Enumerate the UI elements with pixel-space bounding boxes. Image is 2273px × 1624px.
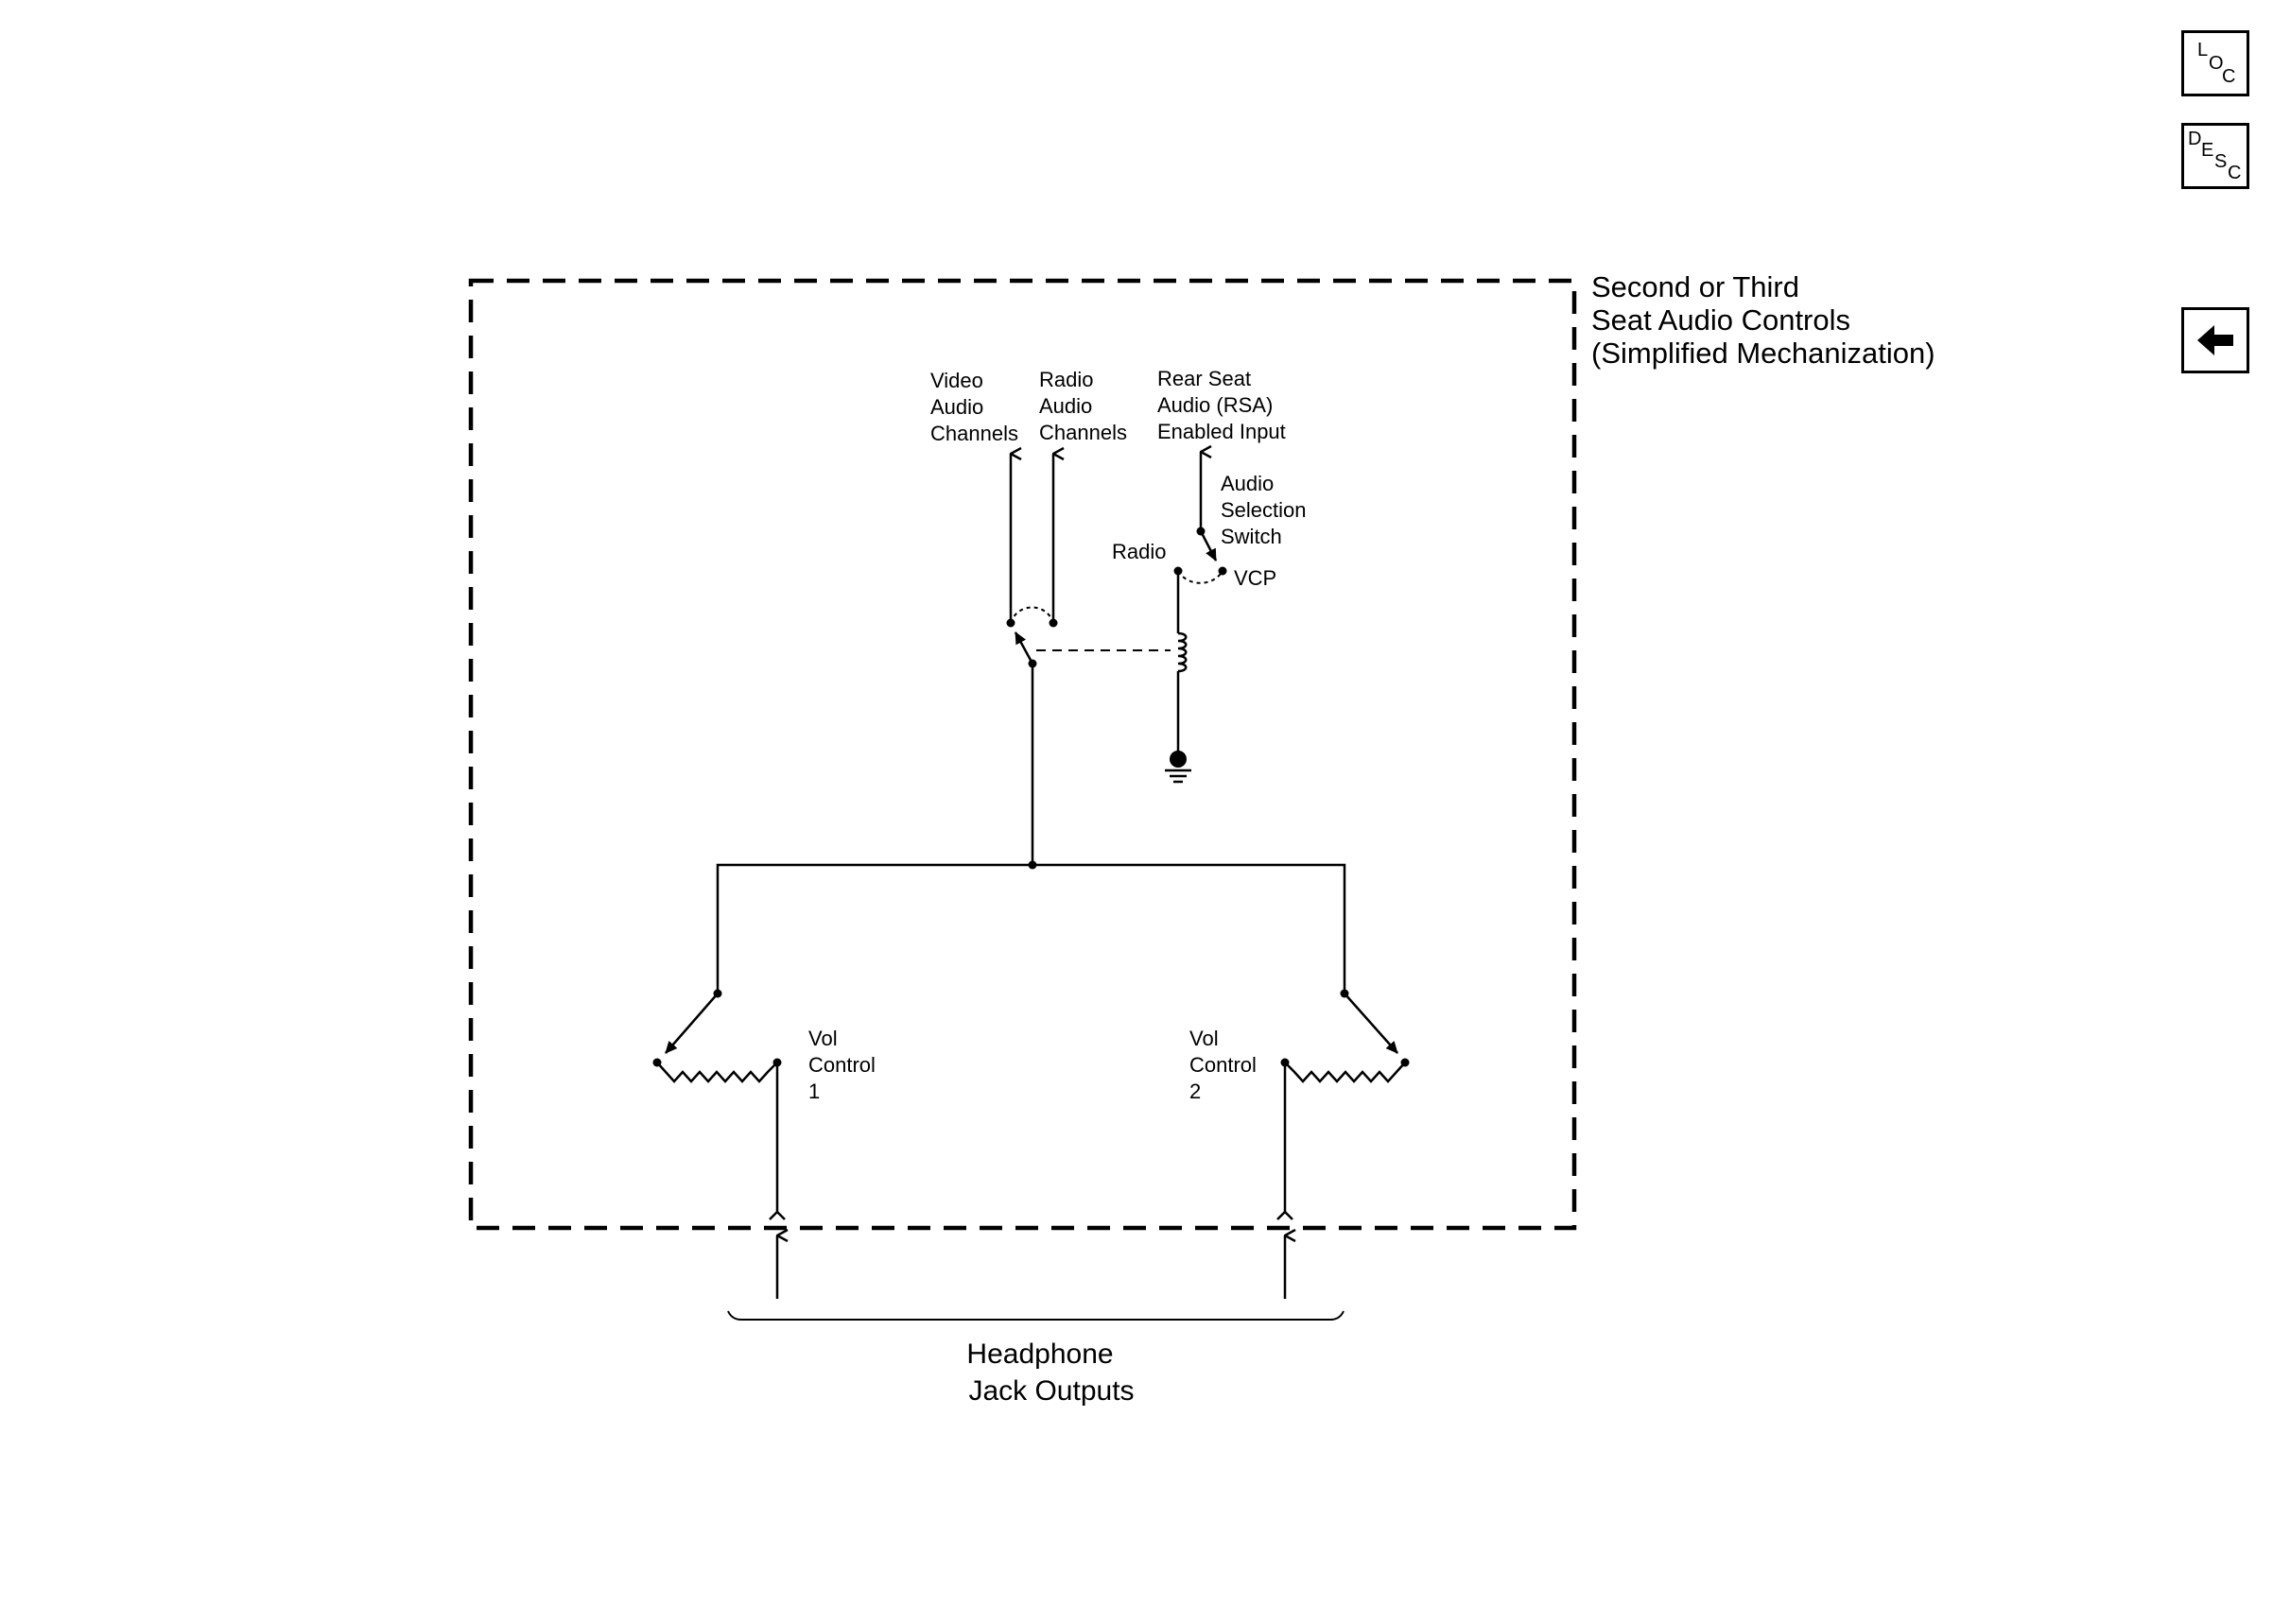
component-title: Second or Third Seat Audio Controls (Sim… (1591, 270, 1935, 370)
headphone-bracket (727, 1310, 1345, 1321)
svg-text:1: 1 (808, 1080, 820, 1103)
channel-selector-switch (1006, 606, 1058, 668)
back-arrow-icon (2197, 325, 2233, 355)
svg-text:Control: Control (1189, 1053, 1257, 1077)
svg-text:Rear Seat: Rear Seat (1157, 367, 1251, 390)
audio-selection-switch-label: Audio Selection Switch (1221, 472, 1307, 548)
svg-text:Audio (RSA): Audio (RSA) (1157, 393, 1273, 417)
desc-letter-d: D (2188, 129, 2202, 149)
svg-text:Jack Outputs: Jack Outputs (968, 1375, 1134, 1407)
svg-text:Channels: Channels (930, 422, 1018, 445)
loc-letter-l: L (2197, 40, 2209, 60)
svg-text:Selection: Selection (1221, 498, 1307, 522)
svg-text:2: 2 (1189, 1080, 1201, 1103)
vol-control-2-label: Vol Control 2 (1189, 1027, 1257, 1103)
volume-control-2 (1280, 989, 1410, 1083)
svg-text:Second or Third: Second or Third (1591, 270, 1799, 303)
desc-letter-c: C (2228, 163, 2242, 183)
audio-bus (716, 863, 1346, 993)
svg-text:Audio: Audio (930, 395, 983, 419)
svg-text:Enabled Input: Enabled Input (1157, 420, 1286, 443)
svg-text:(Simplified Mechanization): (Simplified Mechanization) (1591, 337, 1935, 370)
back-button[interactable] (2181, 307, 2249, 373)
svg-text:Channels: Channels (1039, 421, 1127, 444)
headphone-output-2 (1276, 1063, 1293, 1299)
svg-text:Seat Audio Controls: Seat Audio Controls (1591, 303, 1850, 337)
desc-letter-s: S (2214, 151, 2228, 172)
svg-text:Video: Video (930, 369, 983, 392)
svg-text:Audio: Audio (1039, 394, 1092, 418)
loc-letter-o: O (2209, 53, 2224, 74)
desc-letter-e: E (2201, 140, 2214, 161)
video-audio-channels-label: Video Audio Channels (930, 369, 1018, 445)
vol-control-1-label: Vol Control 1 (808, 1027, 876, 1103)
svg-text:Vol: Vol (1189, 1027, 1219, 1050)
svg-text:Vol: Vol (808, 1027, 838, 1050)
relay-coil (1177, 631, 1188, 673)
ground-symbol (1165, 751, 1191, 784)
svg-text:Radio: Radio (1039, 368, 1093, 391)
svg-text:Control: Control (808, 1053, 876, 1077)
rsa-enabled-input-label: Rear Seat Audio (RSA) Enabled Input (1157, 367, 1286, 443)
loc-letter-c: C (2222, 66, 2236, 87)
location-button[interactable]: L O C (2181, 30, 2249, 96)
radio-audio-channels-label: Radio Audio Channels (1039, 368, 1127, 444)
component-boundary (468, 278, 1577, 1231)
vcp-position-label: VCP (1234, 566, 1276, 590)
headphone-output-1 (769, 1063, 785, 1299)
headphone-jack-outputs-label: Headphone Jack Outputs (966, 1339, 1134, 1407)
audio-selection-switch (1173, 527, 1227, 584)
radio-position-label: Radio (1112, 540, 1166, 563)
description-button[interactable]: D E S C (2181, 123, 2249, 189)
svg-text:Headphone: Headphone (966, 1339, 1113, 1370)
volume-control-1 (652, 989, 782, 1083)
svg-text:Switch: Switch (1221, 525, 1282, 548)
svg-text:Audio: Audio (1221, 472, 1274, 495)
